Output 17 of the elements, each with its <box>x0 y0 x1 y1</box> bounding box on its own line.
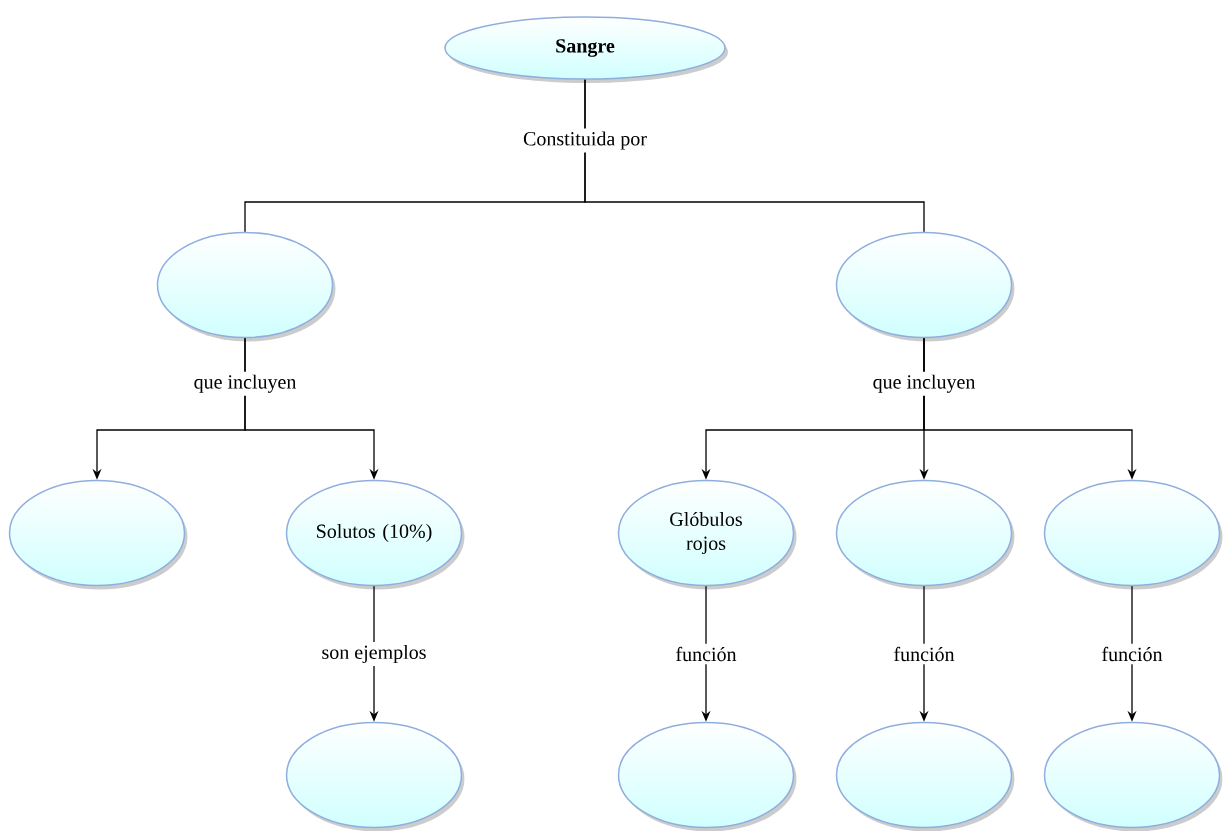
edge-label: que incluyen <box>190 371 300 396</box>
edge-label: función <box>890 643 958 665</box>
empty-ellipse <box>8 479 188 590</box>
empty-ellipse <box>1043 479 1223 590</box>
empty-ellipse <box>156 231 336 342</box>
empty-ellipse <box>835 721 1015 831</box>
edge-label: función <box>672 643 740 665</box>
empty-ellipse <box>1043 721 1223 831</box>
empty-ellipse <box>835 479 1015 590</box>
connector <box>584 79 925 233</box>
edge-label: función <box>1098 643 1166 665</box>
empty-ellipse <box>285 721 465 831</box>
edge-label: Constituida por <box>520 128 650 153</box>
empty-ellipse <box>617 721 797 831</box>
empty-ellipse <box>835 231 1015 342</box>
edge-label: que incluyen <box>869 371 979 396</box>
edge-label: son ejemplos <box>318 641 430 667</box>
